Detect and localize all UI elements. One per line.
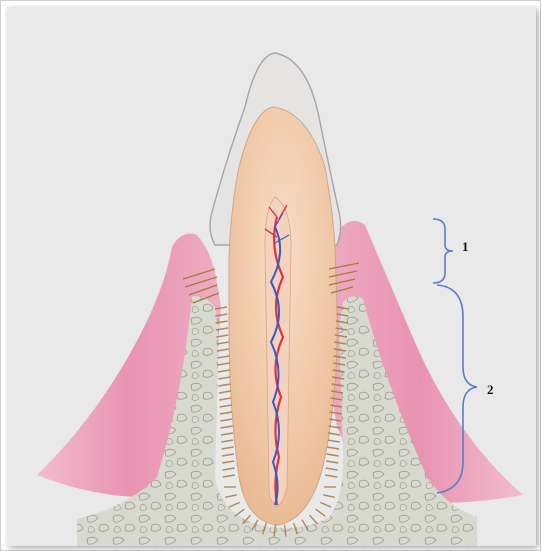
ligament-fiber — [223, 468, 235, 470]
ligament-fiber — [221, 433, 233, 435]
ligament-fiber — [222, 447, 234, 449]
ligament-fiber — [217, 349, 229, 351]
ligament-fiber — [326, 468, 338, 470]
ligament-fiber — [325, 475, 337, 477]
ligament-fiber — [327, 447, 339, 449]
ligament-fiber — [326, 461, 338, 463]
ligament-fiber — [328, 433, 340, 435]
ligament-fiber — [222, 461, 234, 463]
ligament-fiber — [229, 502, 240, 507]
ligament-fiber — [223, 475, 235, 477]
ligament-fiber — [327, 454, 339, 456]
ligament-fiber — [235, 509, 245, 516]
ligament-fiber — [219, 391, 231, 393]
ligament-fiber — [316, 509, 326, 516]
ligament-fiber — [221, 440, 233, 442]
ligament-fiber — [222, 454, 234, 456]
ligament-fiber — [323, 495, 335, 497]
ligament-fiber — [310, 515, 318, 524]
ligament-fiber — [220, 419, 232, 421]
ligament-fiber — [218, 363, 230, 365]
ligament-fiber — [225, 495, 237, 497]
ligament-fiber — [217, 356, 229, 358]
ligament-fiber — [221, 426, 233, 428]
ligament-fiber — [219, 398, 231, 400]
ligament-fiber — [218, 377, 230, 379]
ligament-fiber — [320, 502, 331, 507]
ligament-fiber — [218, 370, 230, 372]
label-1: 1 — [462, 239, 469, 255]
ligament-fiber — [220, 405, 232, 407]
ligament-fiber — [328, 440, 340, 442]
drawing-paper: 1 2 — [7, 7, 536, 546]
ligament-fiber — [219, 384, 231, 386]
tooth-cross-section-illustration — [7, 7, 536, 546]
bracket-1 — [433, 219, 453, 283]
label-2: 2 — [487, 382, 494, 398]
ligament-fiber — [220, 412, 232, 414]
